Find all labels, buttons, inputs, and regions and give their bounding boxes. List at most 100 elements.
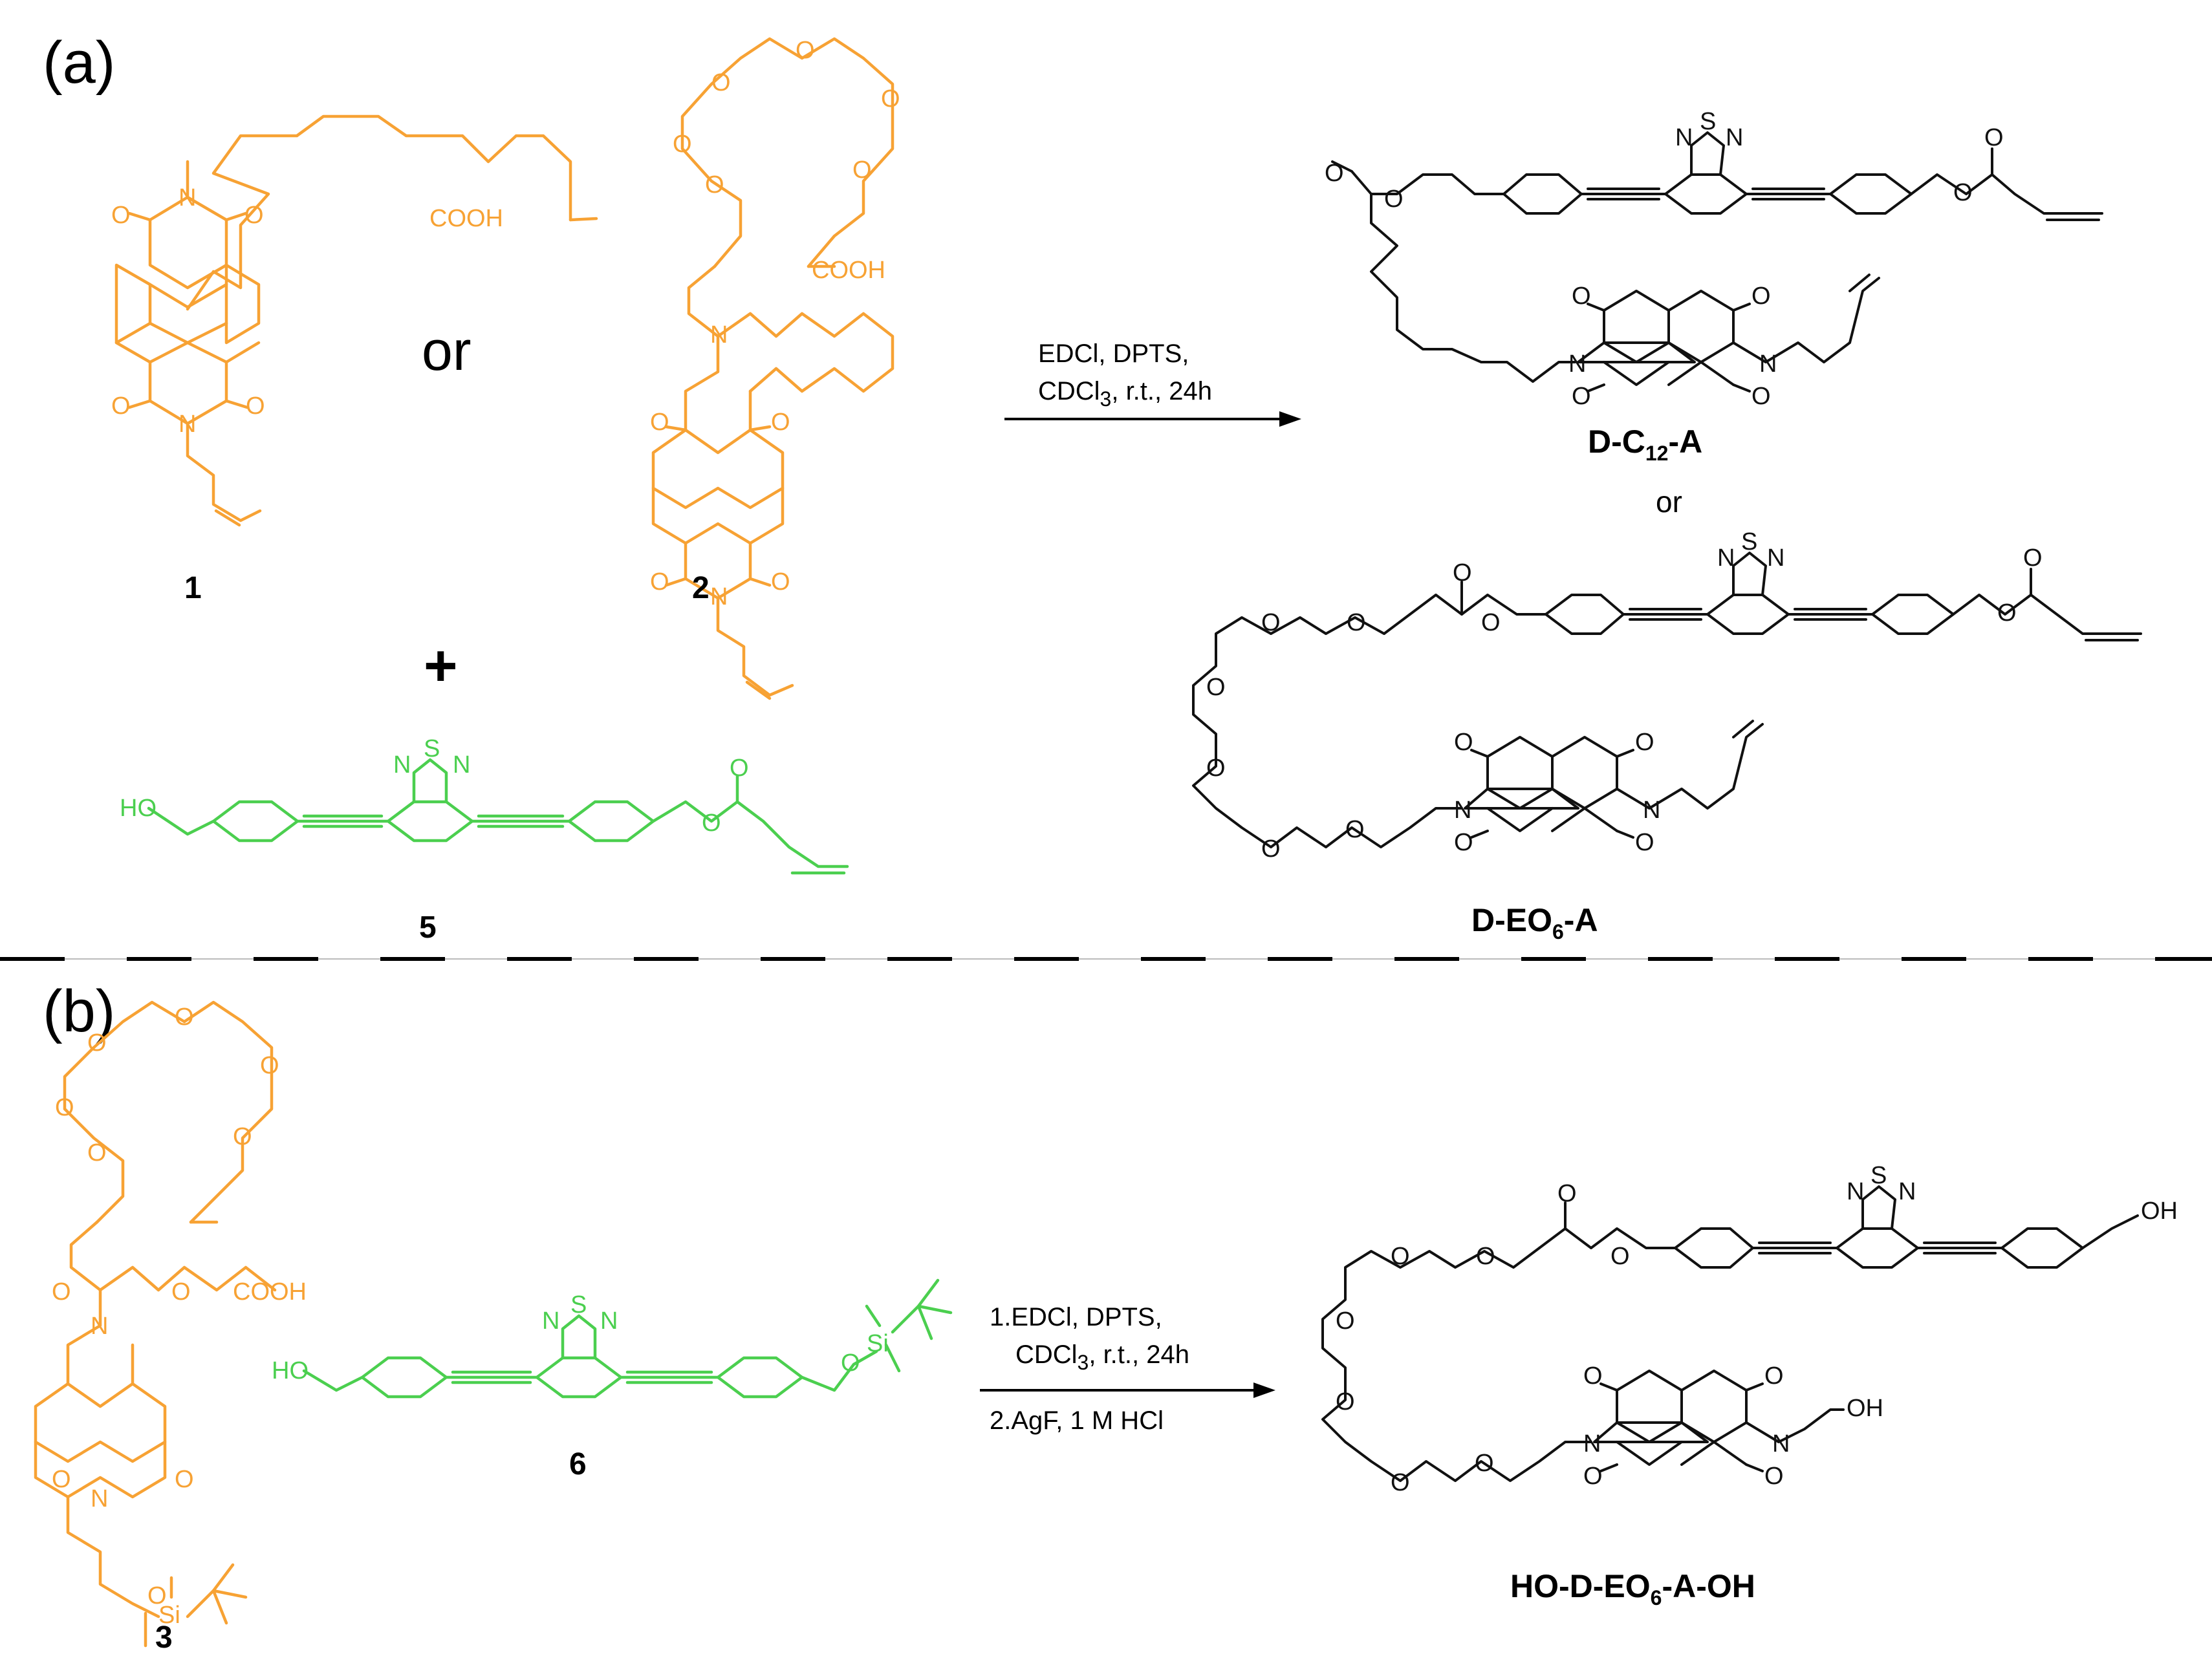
- c3-n-top: N: [91, 1313, 108, 1340]
- c6-si: Si: [867, 1330, 889, 1357]
- c6-ho: HO: [272, 1357, 309, 1384]
- p2-o-carbonyl-left: O: [1453, 559, 1472, 586]
- c2-o4: O: [771, 568, 790, 596]
- p1-o1: O: [1572, 283, 1591, 310]
- p2-s: S: [1741, 528, 1757, 555]
- c3-o2: O: [171, 1278, 191, 1306]
- c5-n1: N: [393, 751, 411, 779]
- p3-eo-o1: O: [1476, 1243, 1495, 1270]
- p3-o1: O: [1583, 1362, 1603, 1390]
- panel-b-label: (b): [43, 978, 115, 1044]
- p2-o-carbonyl-right: O: [2023, 544, 2043, 572]
- product-2-label: D-EO6-A: [1471, 902, 1598, 943]
- p1-o-ester-right: O: [1953, 179, 1973, 206]
- c5-ho: HO: [120, 795, 157, 822]
- c2-o2: O: [771, 409, 790, 436]
- p2-o4: O: [1635, 829, 1654, 856]
- c3-o-f: O: [87, 1139, 107, 1167]
- compound-3-label: 3: [155, 1620, 173, 1655]
- c3-cooh: COOH: [233, 1278, 307, 1306]
- p1-o-carbonyl-left: O: [1325, 160, 1344, 187]
- conditions-b-line3: 2.AgF, 1 M HCl: [990, 1406, 1164, 1435]
- p3-n2: N: [1898, 1178, 1916, 1205]
- c2-o-d: O: [673, 131, 692, 158]
- c3-o1: O: [52, 1278, 71, 1306]
- p2-eo-o2: O: [1261, 609, 1281, 636]
- p2-n1: N: [1717, 544, 1735, 572]
- c1-o2: O: [244, 202, 264, 229]
- compound-5-label: 5: [419, 910, 437, 945]
- p2-eo-o3: O: [1206, 674, 1226, 701]
- c5-s: S: [424, 735, 440, 762]
- p2-n-imide-right: N: [1643, 797, 1660, 824]
- c2-o-f: O: [705, 171, 724, 199]
- c6-n2: N: [600, 1307, 618, 1335]
- c3-o-a: O: [87, 1029, 107, 1057]
- c2-n-bottom: N: [710, 583, 728, 610]
- c3-o4: O: [175, 1466, 194, 1493]
- compound-6: [302, 1278, 953, 1399]
- p3-oh-right: OH: [2141, 1198, 2178, 1225]
- c1-o4: O: [246, 392, 265, 420]
- c3-n-bottom: N: [91, 1485, 108, 1512]
- p3-o-ester: O: [1610, 1243, 1630, 1270]
- p2-o2: O: [1635, 729, 1654, 756]
- product-ho-d-eo6-a-oh: [1321, 1185, 2139, 1482]
- p1-n-imide-left: N: [1568, 350, 1586, 378]
- arrowhead-a: [1279, 411, 1301, 427]
- p1-o-ester-left: O: [1384, 186, 1404, 213]
- compound-1: [114, 114, 598, 527]
- c2-n-top: N: [710, 321, 728, 349]
- p3-o3: O: [1583, 1463, 1603, 1490]
- c3-o-b: O: [175, 1004, 194, 1031]
- p3-oh-imide: OH: [1847, 1395, 1883, 1422]
- panel-a-label: (a): [43, 30, 115, 96]
- p1-n1: N: [1675, 124, 1693, 151]
- or-label-small: or: [1656, 485, 1682, 519]
- c3-o-e: O: [233, 1123, 252, 1150]
- p3-eo-o2: O: [1391, 1243, 1410, 1270]
- c3-si: Si: [158, 1602, 180, 1629]
- c1-cooh: COOH: [429, 205, 503, 232]
- c3-o-c: O: [260, 1052, 279, 1079]
- p3-eo-o4: O: [1336, 1388, 1355, 1415]
- c2-cooh: COOH: [812, 257, 885, 284]
- arrowhead-b: [1253, 1382, 1275, 1398]
- c2-o-a: O: [711, 69, 731, 96]
- p3-n1: N: [1847, 1178, 1864, 1205]
- p2-o3: O: [1454, 829, 1473, 856]
- p3-eo-o6: O: [1475, 1450, 1494, 1477]
- compound-6-label: 6: [569, 1447, 587, 1481]
- c1-o3: O: [111, 392, 131, 420]
- p1-o2: O: [1751, 283, 1771, 310]
- p1-s: S: [1700, 108, 1716, 135]
- conditions-a-line2: CDCl3, r.t., 24h: [1038, 377, 1212, 411]
- c5-o-ester: O: [702, 810, 721, 837]
- compound-5: [147, 758, 849, 875]
- p1-o3: O: [1572, 383, 1591, 410]
- p2-eo-o4: O: [1206, 755, 1226, 782]
- p2-o-ester-right: O: [1997, 599, 2017, 627]
- c2-o1: O: [650, 409, 669, 436]
- p3-n-imide-left: N: [1583, 1430, 1601, 1457]
- product-d-eo6-a: [1192, 552, 2142, 848]
- p2-n-imide-left: N: [1454, 797, 1471, 824]
- compound-2: [651, 37, 895, 700]
- compound-2-label: 2: [692, 571, 710, 605]
- p2-o-ester-left: O: [1481, 609, 1501, 636]
- c3-o-silyl: O: [147, 1582, 167, 1609]
- p1-o4: O: [1751, 383, 1771, 410]
- p3-o4: O: [1764, 1463, 1784, 1490]
- p2-eo-o1: O: [1347, 609, 1366, 636]
- conditions-b-line2: CDCl3, r.t., 24h: [1015, 1340, 1189, 1374]
- plus-sign: +: [424, 634, 458, 698]
- c2-o-c: O: [881, 85, 900, 113]
- product-d-c12-a: [1331, 131, 2103, 392]
- c1-o1: O: [111, 202, 131, 229]
- c1-n-bottom: N: [179, 411, 196, 438]
- product-1-label: D-C12-A: [1588, 424, 1702, 465]
- c6-s: S: [570, 1291, 587, 1318]
- c5-n2: N: [453, 751, 470, 779]
- p2-n2: N: [1767, 544, 1784, 572]
